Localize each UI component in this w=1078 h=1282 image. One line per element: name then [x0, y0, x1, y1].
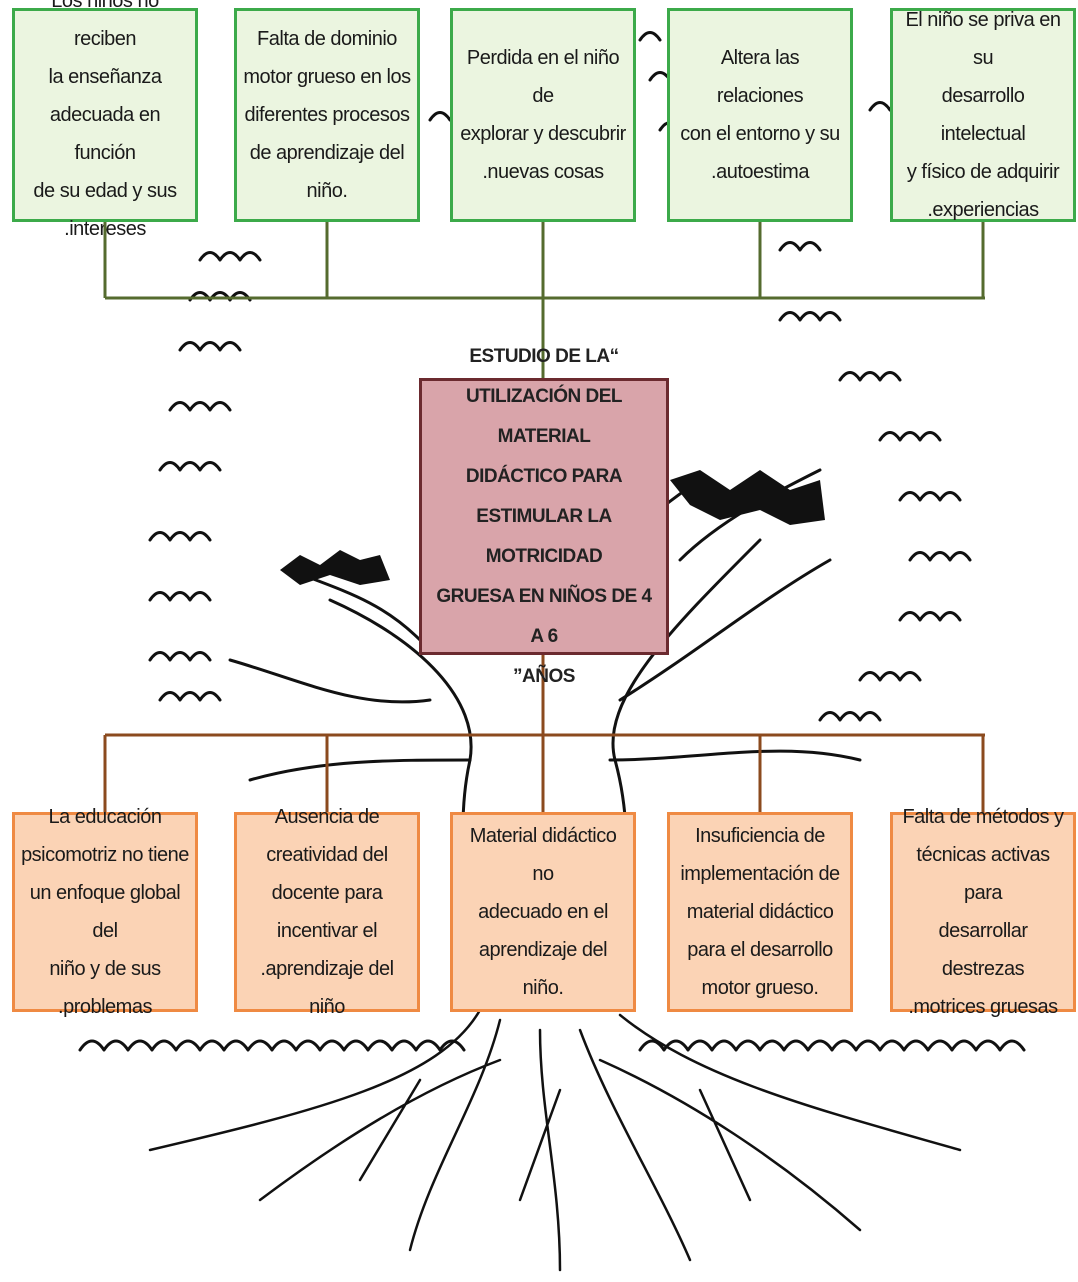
cause-box-5: Falta de métodos y técnicas activas para…: [890, 806, 1076, 1018]
branch-left-3: [248, 758, 472, 782]
central-problem-text: ESTUDIO DE LA“ UTILIZACIÓN DEL MATERIAL …: [436, 345, 652, 687]
cause-box-3: Material didáctico no adecuado en el apr…: [450, 812, 636, 1012]
effect-box-3: Perdida en el niño de explorar y descubr…: [450, 8, 636, 222]
cause-text-4: Insuficiencia de implementación de mater…: [680, 825, 840, 999]
branch-left-2: [228, 658, 432, 704]
effect-text-1: Los niños no reciben la enseñanza adecua…: [33, 0, 177, 240]
effect-text-4: Altera las relaciones con el entorno y s…: [680, 47, 840, 183]
central-problem-box: ESTUDIO DE LA“ UTILIZACIÓN DEL MATERIAL …: [419, 346, 669, 687]
cause-box-4: Insuficiencia de implementación de mater…: [667, 812, 853, 1012]
branch-right-1: [618, 558, 832, 702]
cause-box-1: La educación psicomotriz no tiene un enf…: [12, 806, 198, 1018]
roots: [148, 1008, 962, 1272]
effect-text-3: Perdida en el niño de explorar y descubr…: [460, 47, 626, 183]
effect-box-1: Los niños no reciben la enseñanza adecua…: [12, 0, 198, 240]
cause-text-1: La educación psicomotriz no tiene un enf…: [21, 806, 189, 1018]
effect-text-2: Falta de dominio motor grueso en los dif…: [243, 28, 411, 202]
effect-box-4: Altera las relaciones con el entorno y s…: [667, 8, 853, 222]
cause-text-5: Falta de métodos y técnicas activas para…: [902, 806, 1064, 1018]
foliage-dark-right: [670, 470, 825, 525]
foliage-dark-left: [280, 550, 390, 585]
effect-text-5: El niño se priva en su desarrollo intele…: [905, 9, 1061, 221]
cause-text-3: Material didáctico no adecuado en el apr…: [469, 825, 617, 999]
cause-text-2: Ausencia de creatividad del docente para…: [260, 806, 394, 1018]
effect-box-5: El niño se priva en su desarrollo intele…: [890, 8, 1076, 222]
ground-line: [78, 1039, 1026, 1052]
canopy-right: [778, 241, 972, 722]
canopy-left: [148, 251, 262, 702]
branch-right-2: [608, 749, 862, 762]
cause-box-2: Ausencia de creatividad del docente para…: [234, 806, 420, 1018]
effect-box-2: Falta de dominio motor grueso en los dif…: [234, 8, 420, 222]
